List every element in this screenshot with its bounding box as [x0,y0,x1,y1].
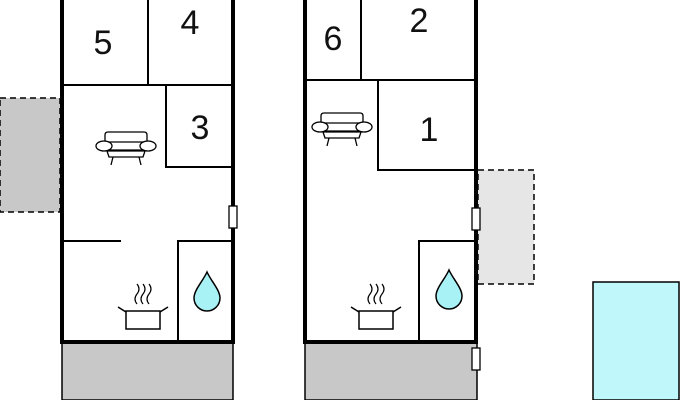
outer-walls-left [60,0,235,344]
balcony-left [0,97,61,213]
window-right-lower [471,347,481,371]
water-drop-icon [435,268,463,310]
room-number-1: 1 [420,111,439,149]
terrace-right [304,342,478,400]
window-left [228,205,238,229]
balcony-right [477,169,535,285]
sofa-icon [95,131,157,166]
room-number-5: 5 [94,24,113,62]
room-number-4: 4 [181,4,200,42]
inner-walls-left [62,0,233,342]
terrace-left [61,342,234,400]
pool [592,281,680,400]
cooking-pot-icon [117,283,169,330]
inner-walls-right [305,0,476,342]
room-number-3: 3 [191,109,210,147]
cooking-pot-icon [350,283,402,330]
window-right-upper [471,207,481,231]
sofa-icon [311,112,373,147]
unit-right: 6 2 1 [303,0,535,400]
room-number-2: 2 [410,2,429,40]
room-number-6: 6 [324,20,343,58]
water-drop-icon [193,270,221,312]
unit-left: 5 4 3 [0,0,238,400]
